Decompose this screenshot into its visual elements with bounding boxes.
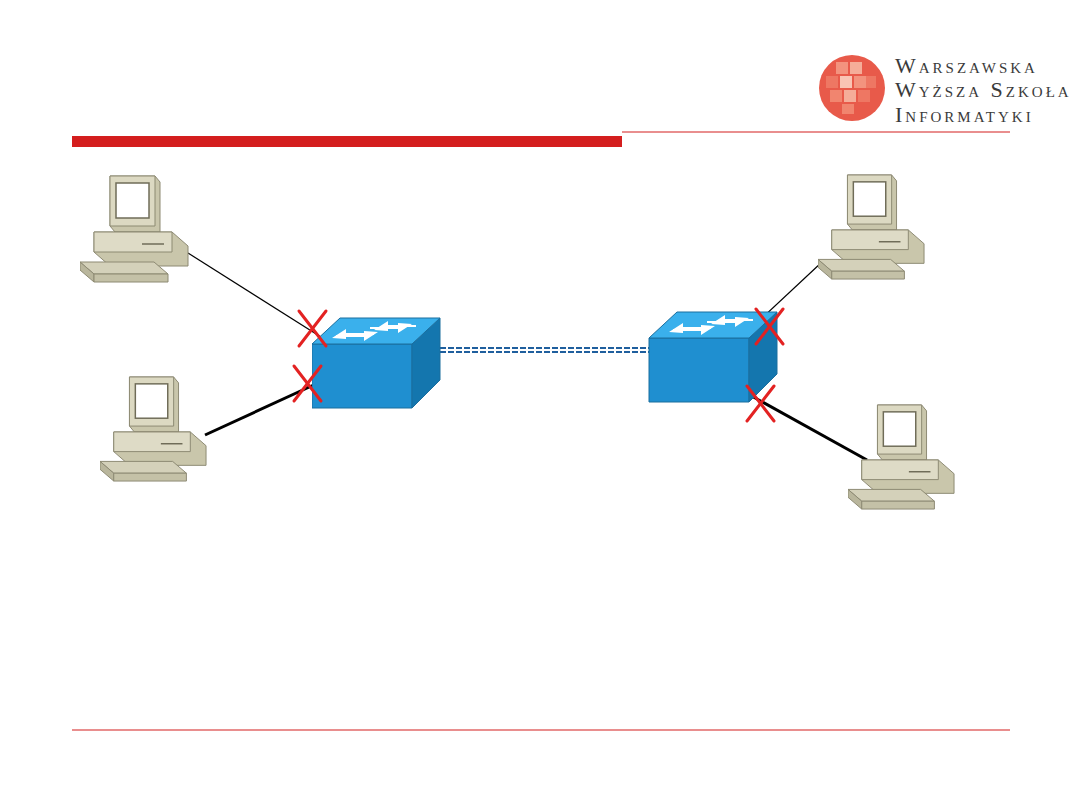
trunk-link [440, 348, 650, 352]
computer-icon [848, 405, 954, 509]
computer-icon [80, 176, 188, 282]
blocked-port-mark [294, 309, 783, 421]
header-bar [72, 136, 622, 147]
switch-icon [649, 309, 777, 402]
computer-icon [100, 377, 206, 481]
switch-icon [312, 315, 440, 408]
header-line [622, 131, 1010, 132]
logo-text: Warszawska [895, 54, 1038, 78]
ethernet-cable [762, 262, 822, 318]
logo-mark [819, 55, 885, 121]
computer-icon [818, 175, 924, 279]
logo-text: Informatyki [895, 103, 1034, 127]
ethernet-cable [748, 394, 867, 460]
logo-text: Wyższa Szkoła [895, 78, 1072, 102]
footer-line [72, 729, 1010, 730]
